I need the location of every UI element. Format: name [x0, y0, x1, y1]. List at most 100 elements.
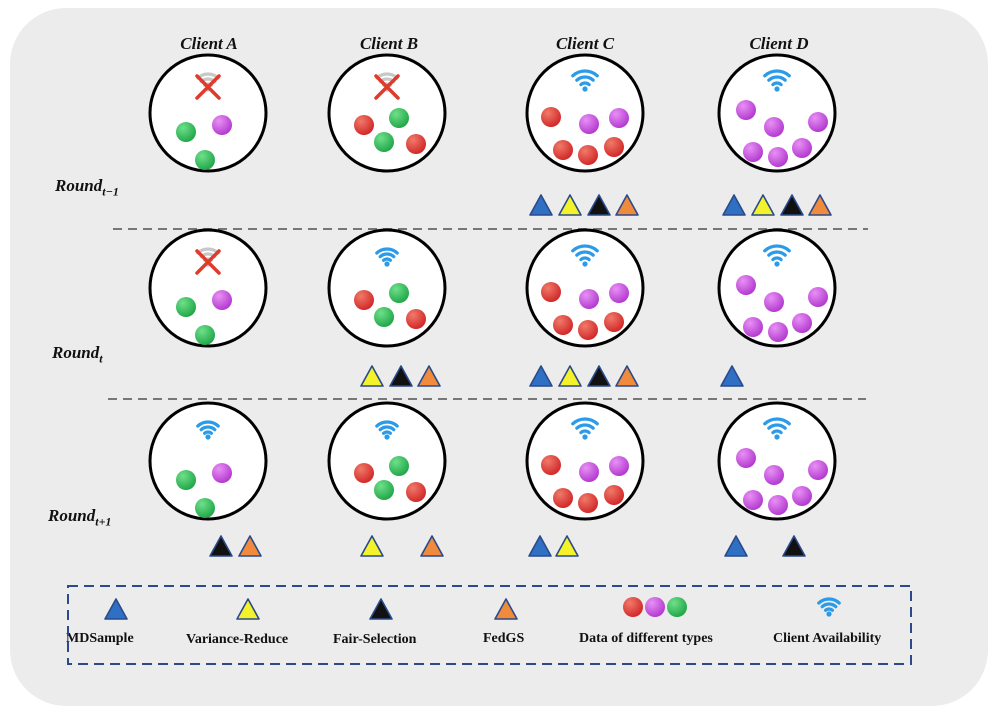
triangle-fair_selection-r2-c3 — [782, 535, 806, 557]
data-ball-r0-c2-1 — [579, 114, 599, 134]
data-ball-r1-c3-4 — [768, 322, 788, 342]
data-ball-r1-c2-4 — [578, 320, 598, 340]
triangle-variance_reduce-r2-c1 — [360, 535, 384, 557]
data-ball-r2-c3-5 — [792, 486, 812, 506]
client-circle-r0-c0 — [148, 53, 268, 173]
data-ball-r2-c3-0 — [736, 448, 756, 468]
data-ball-r1-c2-3 — [553, 315, 573, 335]
data-ball-r0-c3-0 — [736, 100, 756, 120]
legend-fair-selection-icon — [369, 598, 393, 620]
data-ball-r1-c1-2 — [374, 307, 394, 327]
triangle-fair_selection-r1-c2 — [587, 365, 611, 387]
legend-label-mdsample: MDSample — [66, 631, 134, 646]
data-ball-r0-c1-3 — [406, 134, 426, 154]
data-ball-r1-c0-0 — [176, 297, 196, 317]
data-ball-r2-c2-2 — [609, 456, 629, 476]
data-ball-r0-c0-1 — [212, 115, 232, 135]
data-ball-r2-c0-2 — [195, 498, 215, 518]
data-ball-r2-c0-1 — [212, 463, 232, 483]
wifi-icon-r2-c1 — [375, 420, 399, 440]
legend-data-green-icon — [667, 597, 687, 617]
round-label-t-plus-1: Roundt+1 — [48, 506, 112, 529]
data-ball-r0-c3-1 — [808, 112, 828, 132]
data-ball-r0-c2-4 — [578, 145, 598, 165]
triangle-variance_reduce-r0-c2 — [558, 194, 582, 216]
client-circle-r2-c1 — [327, 401, 447, 521]
data-ball-r2-c2-1 — [579, 462, 599, 482]
unavailable-cross-icon-r0-c1 — [374, 74, 400, 100]
wifi-icon-r1-c1 — [375, 247, 399, 267]
data-ball-r1-c0-1 — [212, 290, 232, 310]
triangle-fedgs-r2-c1 — [420, 535, 444, 557]
triangle-mdsample-r1-c2 — [529, 365, 553, 387]
data-ball-r2-c1-3 — [406, 482, 426, 502]
triangle-fedgs-r1-c1 — [417, 365, 441, 387]
client-c-header: Client C — [555, 34, 615, 53]
triangle-fedgs-r2-c0 — [238, 535, 262, 557]
legend-mdsample-icon — [104, 598, 128, 620]
legend-wifi-icon — [817, 597, 841, 617]
data-ball-r0-c3-5 — [792, 138, 812, 158]
data-ball-r0-c3-4 — [768, 147, 788, 167]
triangle-fedgs-r0-c2 — [615, 194, 639, 216]
unavailable-cross-icon-r1-c0 — [195, 249, 221, 275]
triangle-fair_selection-r1-c1 — [389, 365, 413, 387]
legend-data-purple-icon — [645, 597, 665, 617]
triangle-mdsample-r0-c3 — [722, 194, 746, 216]
data-ball-r1-c3-0 — [736, 275, 756, 295]
triangle-mdsample-r2-c2 — [528, 535, 552, 557]
triangle-mdsample-r0-c2 — [529, 194, 553, 216]
data-ball-r0-c0-2 — [195, 150, 215, 170]
wifi-icon-r2-c2 — [571, 417, 599, 440]
data-ball-r2-c2-5 — [604, 485, 624, 505]
wifi-icon-r1-c3 — [763, 244, 791, 267]
client-d-header: Client D — [749, 34, 809, 53]
triangle-variance_reduce-r1-c2 — [558, 365, 582, 387]
data-ball-r2-c3-2 — [764, 465, 784, 485]
data-ball-r2-c3-1 — [808, 460, 828, 480]
triangle-mdsample-r1-c3 — [720, 365, 744, 387]
data-ball-r2-c2-4 — [578, 493, 598, 513]
data-ball-r2-c1-0 — [354, 463, 374, 483]
data-ball-r2-c1-2 — [374, 480, 394, 500]
data-ball-r0-c1-1 — [389, 108, 409, 128]
triangle-fair_selection-r0-c3 — [780, 194, 804, 216]
data-ball-r1-c1-0 — [354, 290, 374, 310]
data-ball-r0-c1-0 — [354, 115, 374, 135]
legend-box — [67, 585, 912, 665]
data-ball-r0-c3-3 — [743, 142, 763, 162]
data-ball-r1-c2-5 — [604, 312, 624, 332]
triangle-fedgs-r1-c2 — [615, 365, 639, 387]
triangle-mdsample-r2-c3 — [724, 535, 748, 557]
data-ball-r1-c2-1 — [579, 289, 599, 309]
data-ball-r1-c3-3 — [743, 317, 763, 337]
data-ball-r2-c3-4 — [768, 495, 788, 515]
data-ball-r2-c2-0 — [541, 455, 561, 475]
client-circle-r1-c1 — [327, 228, 447, 348]
data-ball-r0-c3-2 — [764, 117, 784, 137]
legend-label-data-types: Data of different types — [579, 631, 713, 646]
client-circle-r0-c1 — [327, 53, 447, 173]
triangle-variance_reduce-r2-c2 — [555, 535, 579, 557]
wifi-icon-r0-c2 — [571, 69, 599, 92]
triangle-fair_selection-r0-c2 — [587, 194, 611, 216]
data-ball-r0-c0-0 — [176, 122, 196, 142]
wifi-icon-r0-c3 — [763, 69, 791, 92]
data-ball-r0-c2-5 — [604, 137, 624, 157]
triangle-variance_reduce-r1-c1 — [360, 365, 384, 387]
legend-label-client-availability: Client Availability — [773, 631, 882, 646]
client-circle-r1-c0 — [148, 228, 268, 348]
data-ball-r2-c0-0 — [176, 470, 196, 490]
data-ball-r0-c1-2 — [374, 132, 394, 152]
unavailable-cross-icon-r0-c0 — [195, 74, 221, 100]
client-a-header: Client A — [180, 34, 238, 53]
data-ball-r1-c1-3 — [406, 309, 426, 329]
legend-variance-reduce-icon — [236, 598, 260, 620]
triangle-fedgs-r0-c3 — [808, 194, 832, 216]
data-ball-r2-c3-3 — [743, 490, 763, 510]
client-circle-r2-c0 — [148, 401, 268, 521]
data-ball-r1-c3-5 — [792, 313, 812, 333]
data-ball-r1-c0-2 — [195, 325, 215, 345]
client-b-header: Client B — [359, 34, 419, 53]
